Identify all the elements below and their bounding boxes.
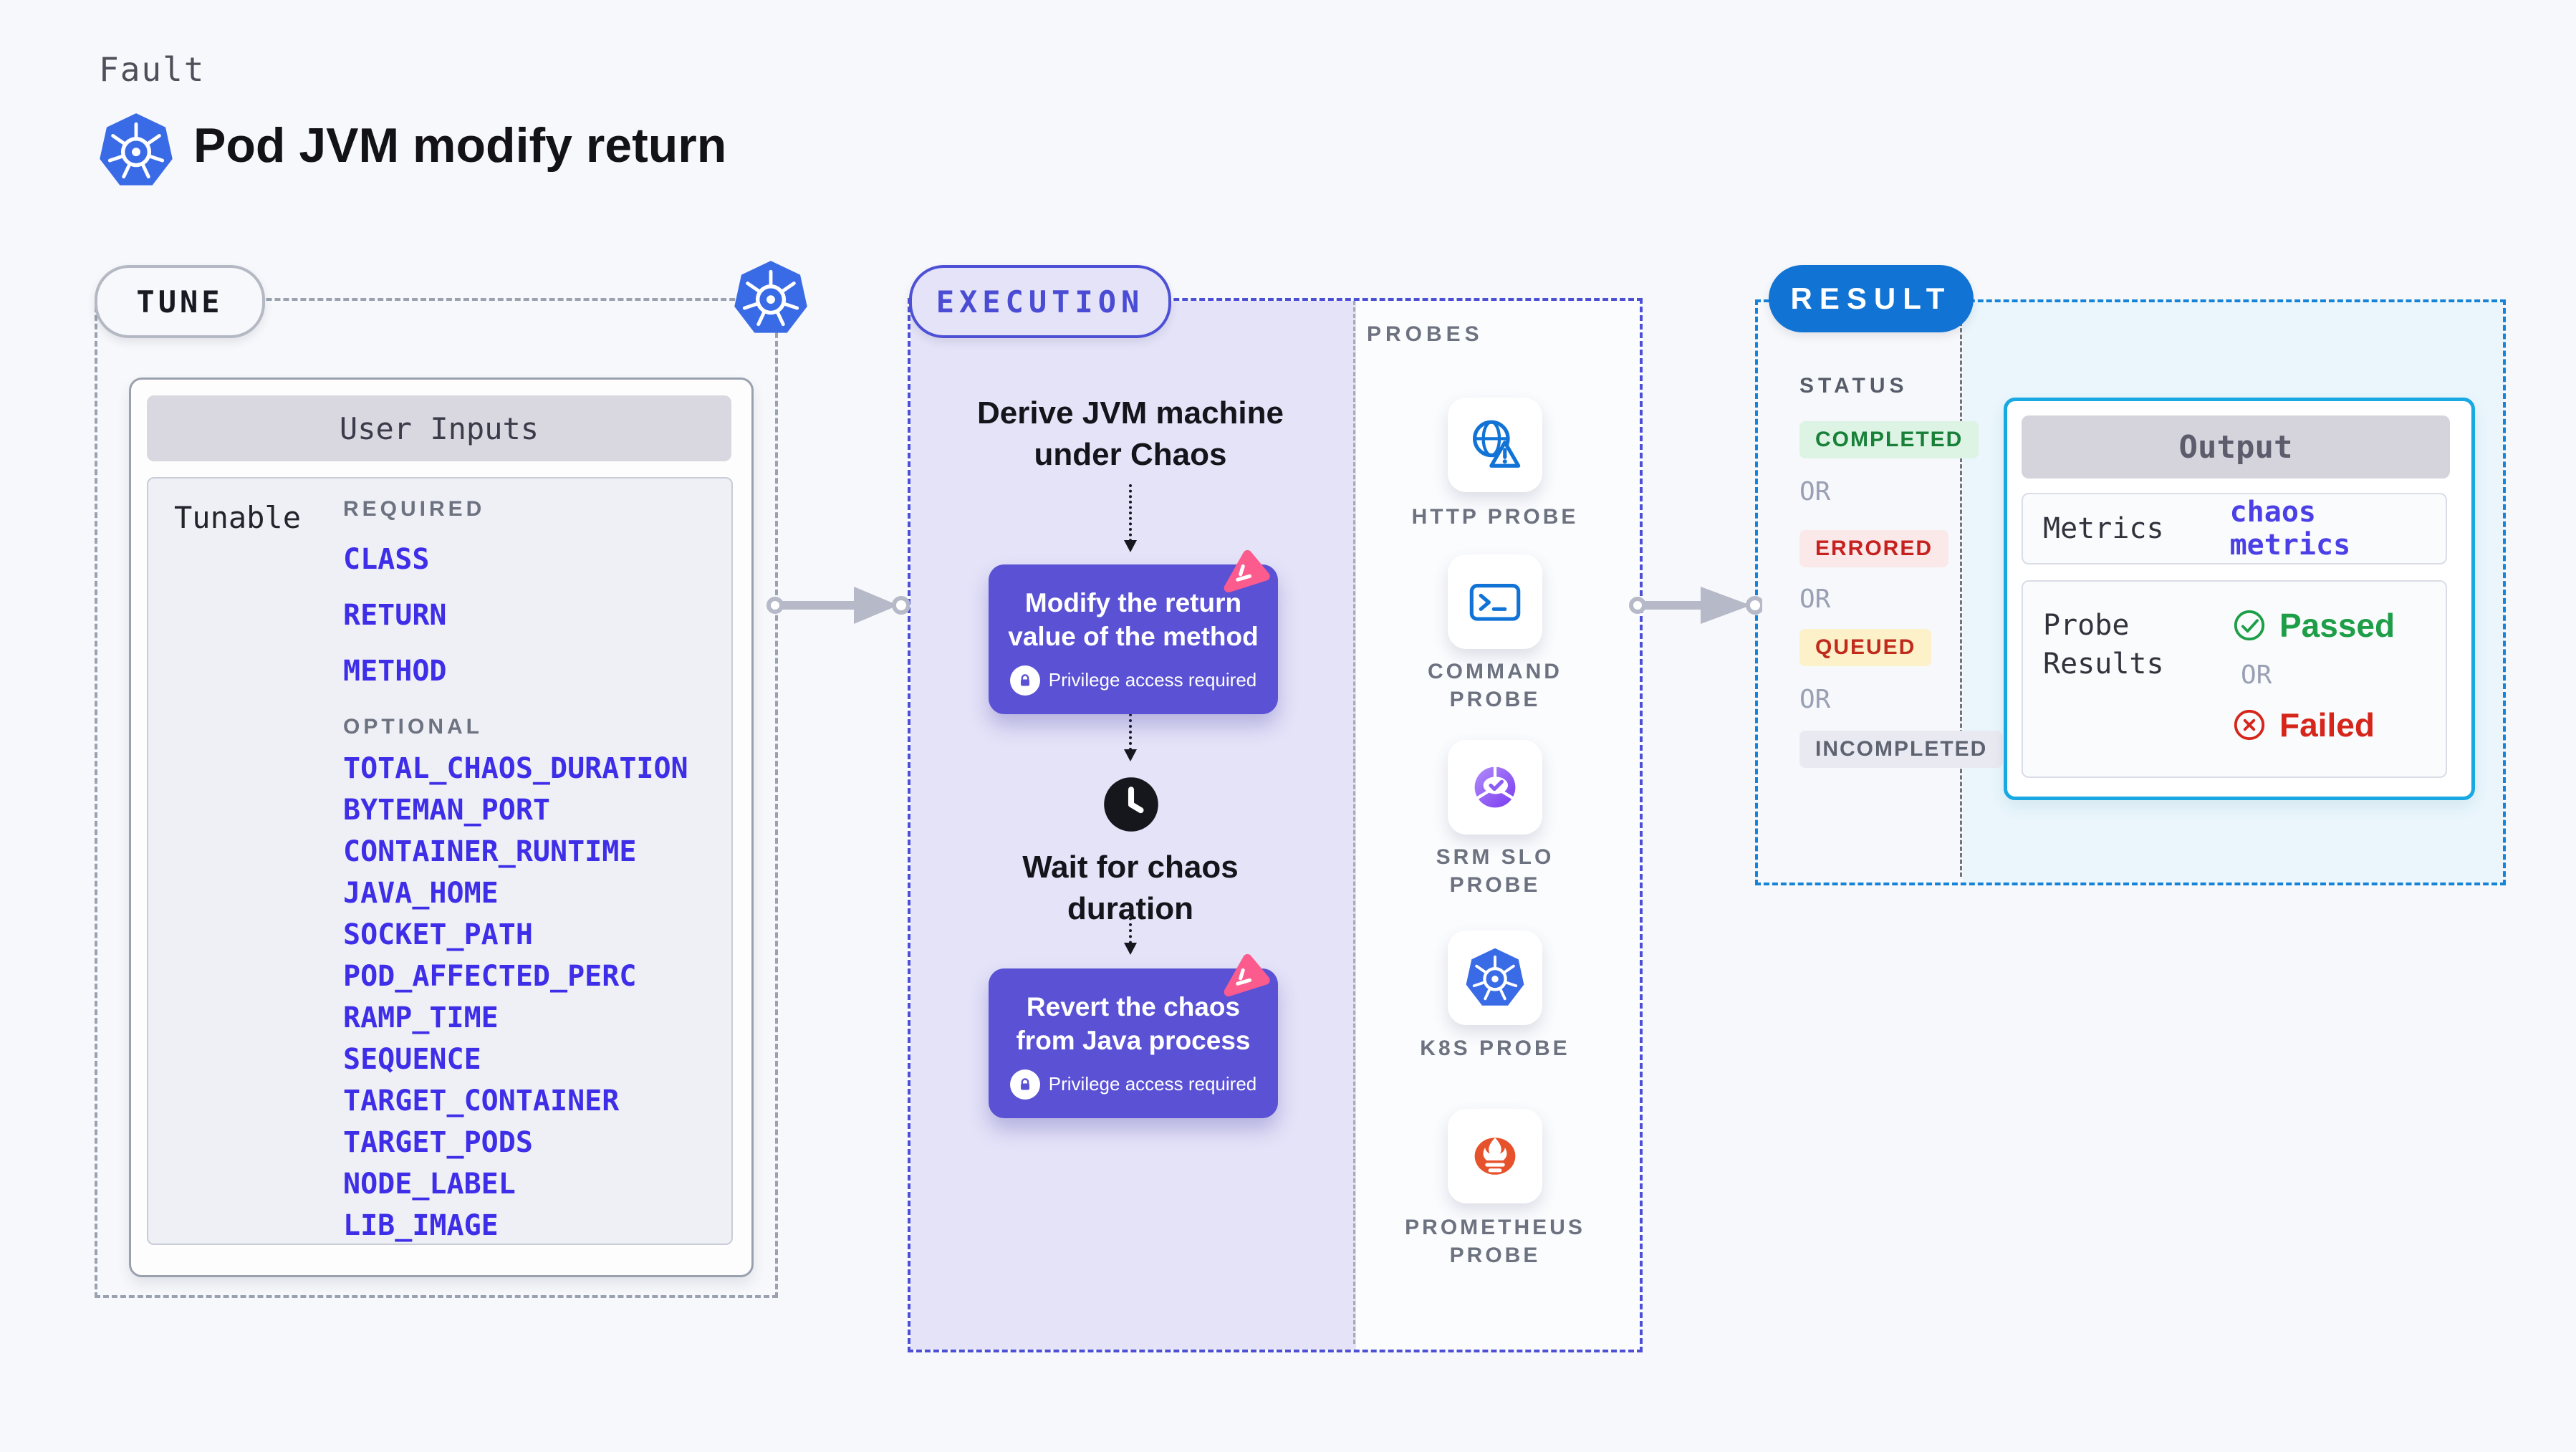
flow-arrow-down: [1124, 484, 1137, 552]
failed-label: Failed: [2279, 706, 2375, 744]
privilege-badge-text: Privilege access required: [1048, 669, 1257, 691]
tunable-link-node-label[interactable]: NODE_LABEL: [343, 1168, 516, 1201]
x-circle-icon: [2234, 709, 2265, 741]
chaos-metrics-link[interactable]: chaos metrics: [2229, 496, 2351, 562]
kubernetes-icon: [1466, 948, 1524, 1006]
check-circle-icon: [2234, 610, 2265, 641]
passed-line: Passed: [2232, 606, 2395, 645]
fault-kicker: Fault: [99, 50, 206, 89]
tunable-link-total-chaos-duration[interactable]: TOTAL_CHAOS_DURATION: [343, 752, 688, 785]
metrics-label: Metrics: [2043, 512, 2164, 545]
tunable-link-byteman-port[interactable]: BYTEMAN_PORT: [343, 794, 550, 827]
step-revert-chaos-text: Revert the chaos from Java process: [1016, 992, 1251, 1056]
step-wait-duration: Wait for chaos duration: [1022, 850, 1239, 927]
kubernetes-icon: [734, 261, 807, 333]
probes-divider: [1353, 301, 1355, 1344]
privilege-badge-text: Privilege access required: [1048, 1073, 1257, 1095]
k8s-probe-card: [1448, 931, 1542, 1025]
execution-pill-label: EXECUTION: [909, 265, 1171, 338]
or-separator: OR: [1799, 685, 1831, 714]
status-heading: STATUS: [1799, 374, 1908, 398]
prometheus-probe-label: PROMETHEUS PROBE: [1405, 1216, 1585, 1267]
tunable-link-sequence[interactable]: SEQUENCE: [343, 1043, 481, 1076]
command-probe-label: COMMAND PROBE: [1428, 660, 1562, 711]
k8s-probe-label: K8S PROBE: [1420, 1037, 1570, 1060]
srm-slo-probe-label: SRM SLO PROBE: [1436, 845, 1554, 897]
or-separator: OR: [1799, 585, 1831, 614]
or-separator: OR: [2241, 660, 2272, 690]
status-badge-queued: QUEUED: [1799, 629, 1932, 666]
probe-results-values: Passed OR Failed: [2232, 606, 2395, 752]
result-pill-label: RESULT: [1769, 265, 1974, 332]
flow-arrow-down: [1124, 696, 1137, 761]
tune-section-box: [95, 298, 778, 1298]
privilege-badge: Privilege access required: [1009, 665, 1257, 696]
tunable-link-return[interactable]: RETURN: [343, 599, 447, 632]
execution-to-result-arrow: [1629, 587, 1762, 624]
optional-heading: OPTIONAL: [343, 715, 483, 739]
output-title: Output: [2022, 415, 2450, 479]
slo-check-icon: [1474, 765, 1516, 808]
tune-pill-label: TUNE: [95, 265, 265, 338]
status-badge-incompleted: INCOMPLETED: [1799, 731, 2004, 768]
tunable-link-lib-image[interactable]: LIB_IMAGE: [343, 1209, 499, 1242]
step-modify-return-text: Modify the return value of the method: [1008, 588, 1259, 652]
output-card: Output Metrics chaos metrics Probe Resul…: [2004, 398, 2475, 800]
command-probe-card: [1448, 554, 1542, 649]
tunable-link-socket-path[interactable]: SOCKET_PATH: [343, 918, 533, 951]
tunable-link-target-container[interactable]: TARGET_CONTAINER: [343, 1085, 620, 1117]
globe-alert-icon: [1473, 420, 1521, 468]
privilege-badge: Privilege access required: [1009, 1069, 1257, 1100]
passed-label: Passed: [2279, 607, 2395, 644]
flow-arrow-down: [1124, 905, 1137, 955]
tunable-link-ramp-time[interactable]: RAMP_TIME: [343, 1001, 499, 1034]
probes-heading: PROBES: [1367, 322, 1484, 346]
tunable-link-pod-affected-perc[interactable]: POD_AFFECTED_PERC: [343, 960, 637, 993]
lock-icon: [1009, 665, 1040, 696]
user-inputs-card: User Inputs Tunable REQUIRED CLASS RETUR…: [129, 378, 754, 1277]
terminal-icon: [1469, 584, 1521, 621]
or-separator: OR: [1799, 477, 1831, 506]
tunables-panel: Tunable REQUIRED CLASS RETURN METHOD OPT…: [147, 477, 733, 1245]
srm-slo-probe-card: [1448, 740, 1542, 835]
prometheus-icon: [1474, 1138, 1516, 1175]
http-probe-label: HTTP PROBE: [1411, 505, 1579, 529]
required-heading: REQUIRED: [343, 497, 486, 521]
tunable-params-column: REQUIRED CLASS RETURN METHOD OPTIONAL TO…: [343, 497, 716, 1242]
failed-line: Failed: [2232, 706, 2395, 744]
tunable-link-target-pods[interactable]: TARGET_PODS: [343, 1126, 533, 1159]
http-probe-card: [1448, 398, 1542, 492]
tune-to-execution-arrow: [766, 587, 910, 624]
page-title: Pod JVM modify return: [193, 118, 727, 173]
tunable-row-label: Tunable: [174, 500, 302, 535]
tunable-link-container-runtime[interactable]: CONTAINER_RUNTIME: [343, 835, 637, 868]
tunable-link-method[interactable]: METHOD: [343, 655, 447, 688]
kubernetes-icon: [100, 113, 173, 186]
prometheus-probe-card: [1448, 1109, 1542, 1203]
step-derive-jvm: Derive JVM machine under Chaos: [977, 395, 1284, 473]
probe-results-row: Probe Results Passed OR Failed: [2022, 580, 2447, 778]
lock-icon: [1009, 1069, 1040, 1100]
result-divider: [1960, 302, 1962, 877]
status-badge-errored: ERRORED: [1799, 530, 1949, 567]
clock-icon: [1104, 777, 1158, 832]
metrics-row: Metrics chaos metrics: [2022, 493, 2447, 564]
litmus-chaos-icon: [1224, 953, 1270, 997]
tunable-link-java-home[interactable]: JAVA_HOME: [343, 877, 499, 910]
litmus-chaos-icon: [1224, 549, 1270, 593]
probe-results-label: Probe Results: [2043, 609, 2164, 681]
status-badge-completed: COMPLETED: [1799, 421, 1979, 458]
user-inputs-title: User Inputs: [147, 395, 731, 461]
tunable-link-class[interactable]: CLASS: [343, 543, 430, 576]
